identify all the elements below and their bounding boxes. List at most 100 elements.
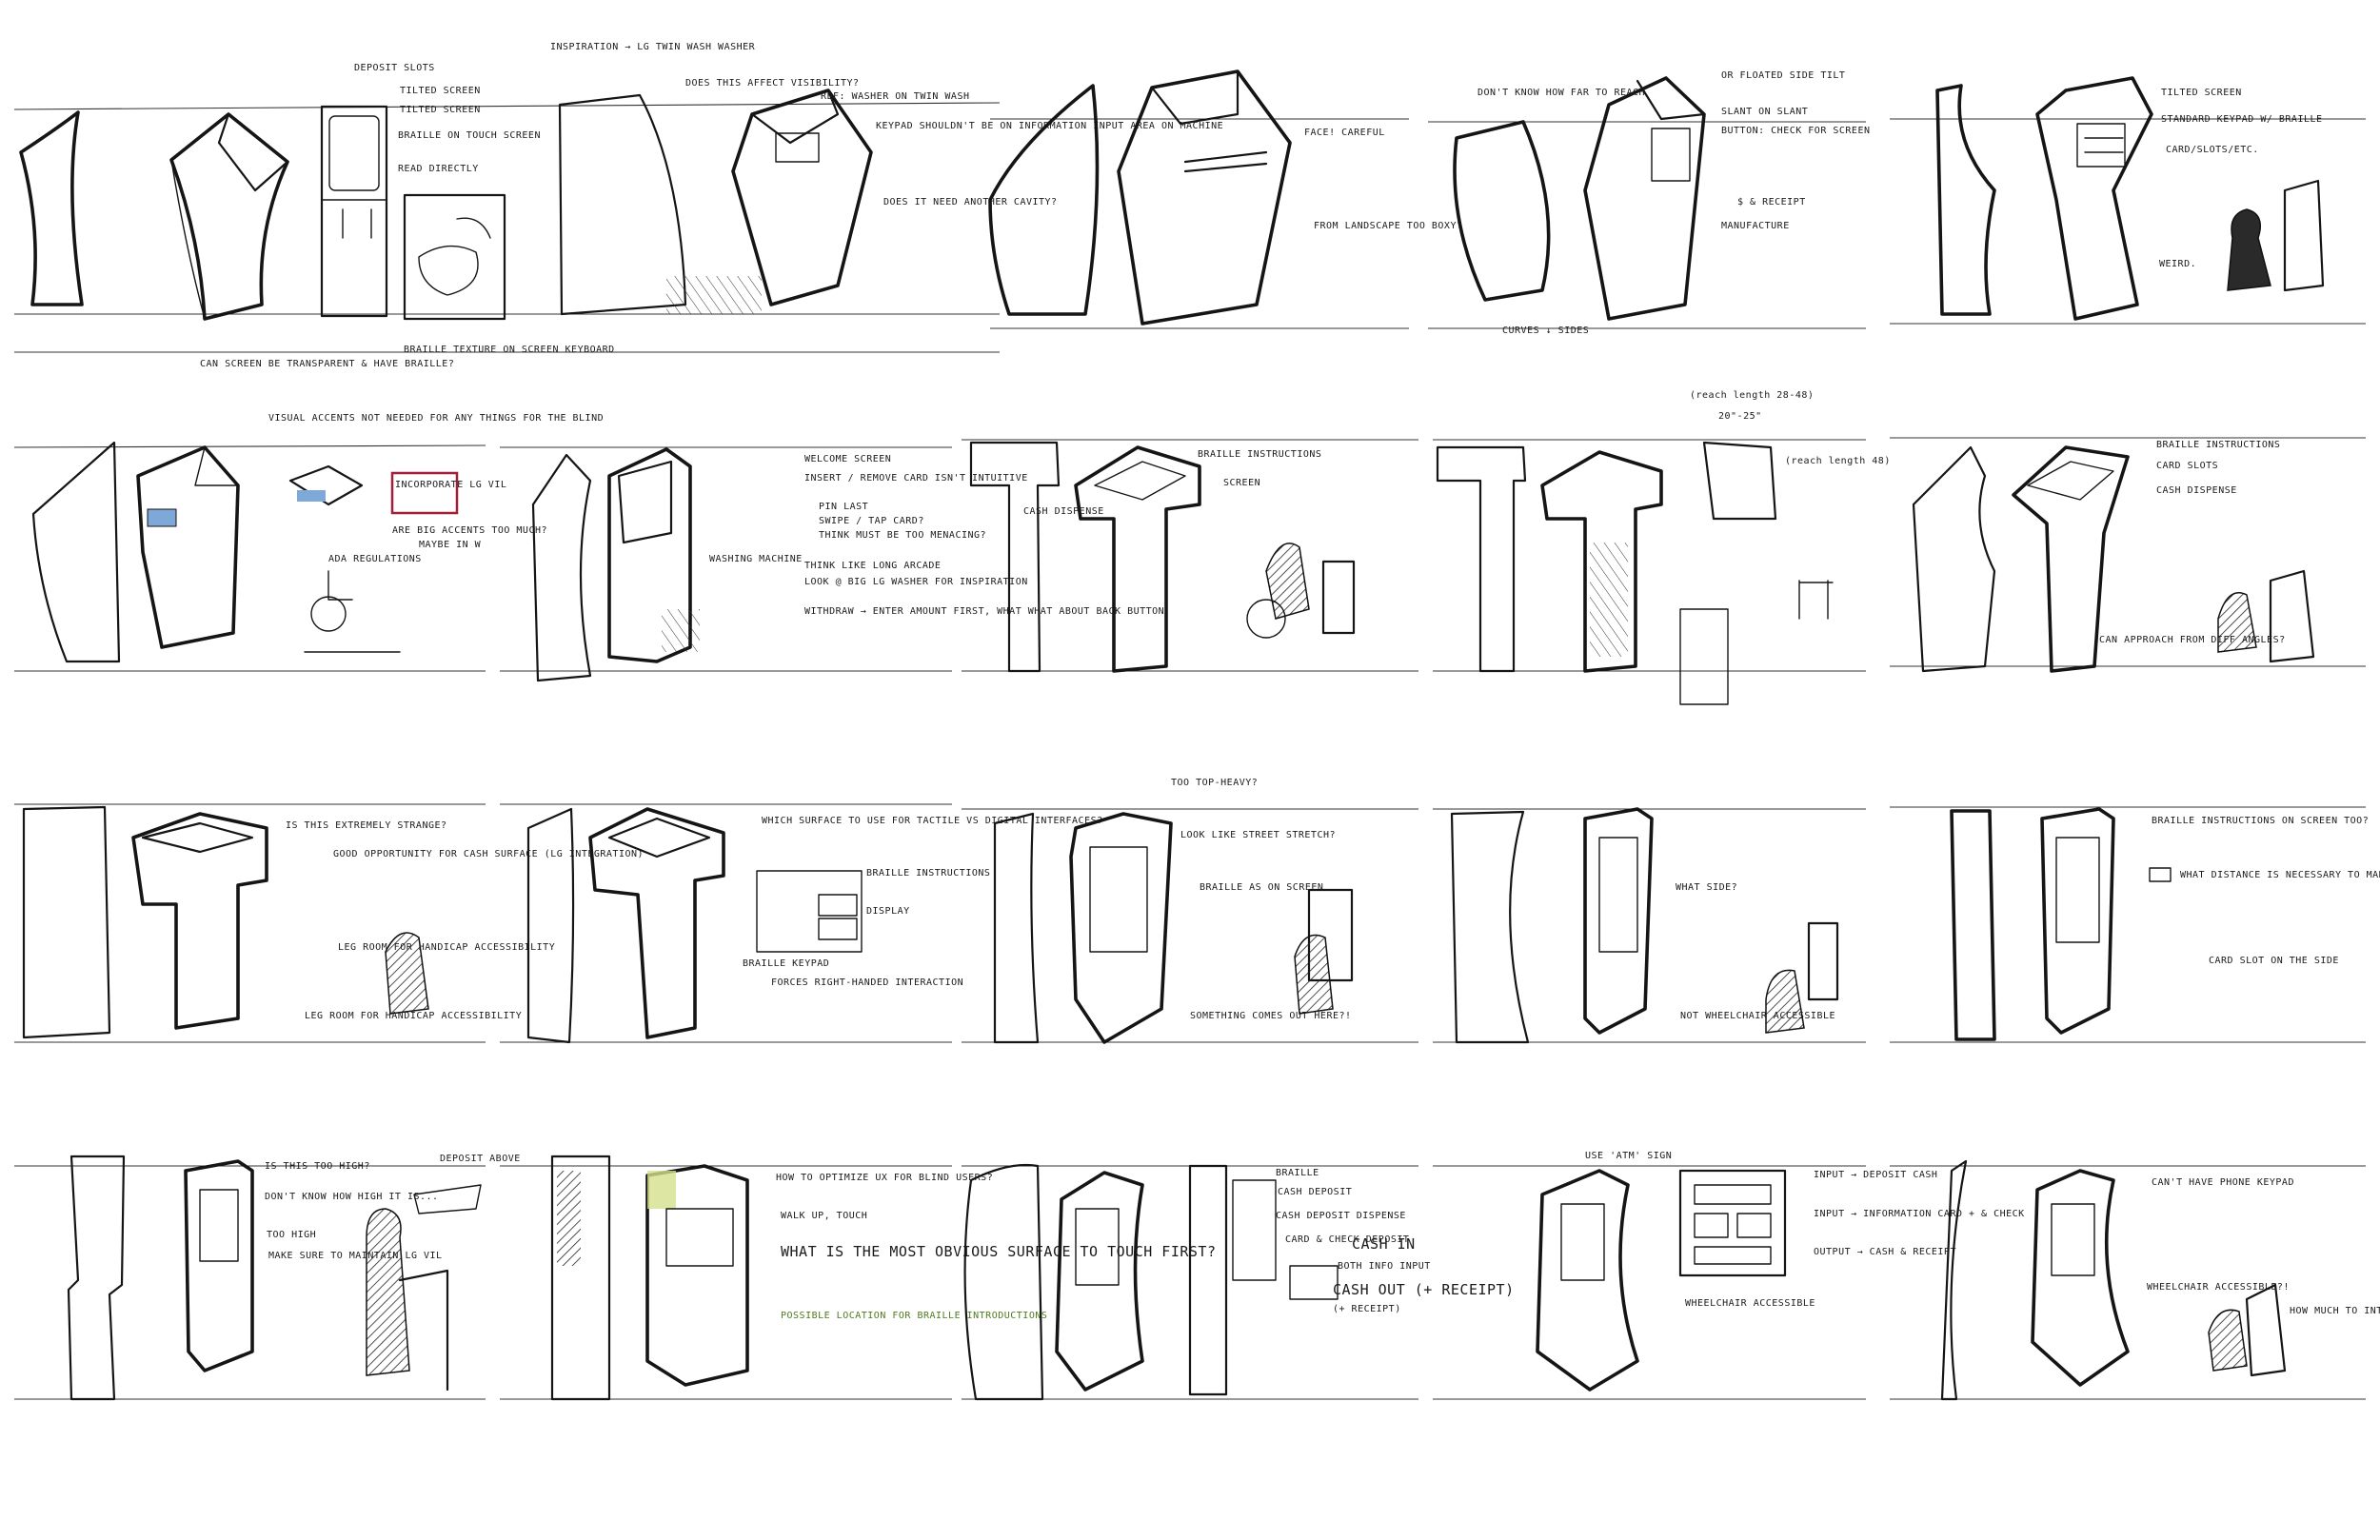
annotation-note: SWIPE / TAP CARD? xyxy=(819,516,924,526)
annotation-note: DEPOSIT ABOVE xyxy=(440,1154,521,1164)
side-profile-sketch xyxy=(550,1155,611,1401)
annotation-note: DON'T KNOW HOW HIGH IT IS... xyxy=(265,1192,439,1202)
washer-kiosk-sketch xyxy=(666,89,873,314)
annotation-note: INSERT / REMOVE CARD ISN'T INTUITIVE xyxy=(804,473,1028,484)
interface-layout-sketch xyxy=(756,870,863,953)
annotation-note: TILTED SCREEN xyxy=(400,86,481,96)
annotation-note: MAKE SURE TO MAINTAIN LG VIL xyxy=(268,1251,443,1261)
dimension-sketch xyxy=(1679,441,1834,705)
annotation-note: (reach length 48) xyxy=(1785,456,1891,466)
side-profile-sketch xyxy=(31,441,121,663)
annotation-note: LOOK @ BIG LG WASHER FOR INSPIRATION xyxy=(804,577,1028,587)
annotation-note: WHEELCHAIR ACCESSIBLE xyxy=(1685,1298,1815,1309)
annotation-note: CASH DEPOSIT DISPENSE xyxy=(1276,1211,1406,1221)
annotation-note: CARD & CHECK DEPOSIT xyxy=(1285,1234,1409,1245)
annotation-note: OUTPUT → CASH & RECEIPT xyxy=(1814,1247,1956,1257)
annotation-note: ADA REGULATIONS xyxy=(328,554,422,564)
annotation-note: TILTED SCREEN xyxy=(400,105,481,115)
annotation-note: SCREEN xyxy=(1223,478,1260,488)
person-at-atm-sketch xyxy=(1294,888,1354,1015)
annotation-note: FROM LANDSCAPE TOO BOXY? xyxy=(1314,221,1463,231)
annotation-note: WHICH SURFACE TO USE FOR TACTILE VS DIGI… xyxy=(762,816,1103,826)
annotation-note: INPUT → INFORMATION CARD + & CHECK xyxy=(1814,1209,2025,1219)
atm-kiosk-sketch xyxy=(2040,807,2115,1035)
panel-4-3: BRAILLE CASH DEPOSIT CASH DEPOSIT DISPEN… xyxy=(963,1163,1515,1401)
annotation-note: LEG ROOM FOR HANDICAP ACCESSIBILITY xyxy=(305,1011,522,1021)
annotation-note: DISPLAY xyxy=(866,906,910,917)
annotation-note: WASHING MACHINE xyxy=(709,554,803,564)
curved-kiosk-sketch xyxy=(1055,1171,1144,1392)
annotation-note: ARE BIG ACCENTS TOO MUCH? xyxy=(392,525,547,536)
annotation-note: INSPIRATION → LG TWIN WASH WASHER xyxy=(550,42,756,52)
annotation-note: WITHDRAW → ENTER AMOUNT FIRST, WHAT WHAT… xyxy=(804,606,1164,617)
annotation-note: BRAILLE TEXTURE ON SCREEN KEYBOARD xyxy=(404,345,615,355)
l-kiosk-sketch xyxy=(588,807,725,1039)
panel-1-2: INSPIRATION → LG TWIN WASH WASHER DOES T… xyxy=(550,42,1223,316)
side-profile-sketch xyxy=(19,110,84,306)
accent-detail-sketch xyxy=(288,464,364,506)
annotation-note: BRAILLE INSTRUCTIONS ON SCREEN TOO? xyxy=(2152,816,2369,826)
annotation-note: NOT WHEELCHAIR ACCESSIBLE xyxy=(1680,1011,1835,1021)
panel-2-2: WASHING MACHINE WELCOME SCREEN INSERT / … xyxy=(531,447,1164,682)
annotation-note: BRAILLE xyxy=(1276,1168,1319,1178)
tilted-screen-kiosk-sketch xyxy=(2035,76,2153,321)
panel-1-3: FACE! CAREFUL FROM LANDSCAPE TOO BOXY? xyxy=(988,69,1463,326)
annotation-note: STANDARD KEYPAD W/ BRAILLE xyxy=(2161,114,2323,125)
angled-atm-kiosk-sketch xyxy=(1536,1169,1639,1392)
annotation-note: FACE! CAREFUL xyxy=(1304,128,1385,138)
hatched-edge xyxy=(557,1171,581,1266)
person-standing-sketch xyxy=(366,1184,482,1392)
annotation-note: VISUAL ACCENTS NOT NEEDED FOR ANY THINGS… xyxy=(268,413,604,424)
kiosk-sketch xyxy=(169,112,289,321)
side-profile-sketch xyxy=(988,84,1100,316)
annotation-note: WHAT IS THE MOST OBVIOUS SURFACE TO TOUC… xyxy=(781,1243,1216,1260)
t-profile-sketch xyxy=(1436,445,1527,673)
annotation-note: HOW MUCH TO INTEGRATE IN LOCK ACCESSIBIL… xyxy=(2290,1306,2380,1316)
side-profile-sketch xyxy=(22,805,111,1039)
wheelchair-user-sketch xyxy=(1246,543,1356,639)
annotation-note: CARD SLOTS xyxy=(2156,461,2218,471)
annotation-note: LOOK LIKE STREET STRETCH? xyxy=(1180,830,1336,840)
braille-hand-sketch xyxy=(403,193,506,321)
panel-4-5: CAN'T HAVE PHONE KEYPAD WHEELCHAIR ACCES… xyxy=(1940,1159,2380,1401)
annotation-note: CASH IN xyxy=(1352,1235,1416,1253)
annotation-note: 20"-25" xyxy=(1718,411,1762,422)
front-view-sketch xyxy=(320,105,388,318)
annotation-note: MANUFACTURE xyxy=(1721,221,1790,231)
annotation-note: DEPOSIT SLOTS xyxy=(354,63,435,73)
annotation-note: CASH DEPOSIT xyxy=(1278,1187,1352,1197)
annotation-note: (reach length 28-48) xyxy=(1690,390,1814,401)
annotation-note: CARD SLOT ON THE SIDE xyxy=(2209,956,2339,966)
annotation-note: REF: WASHER ON TWIN WASH xyxy=(821,91,970,102)
incorporate-box xyxy=(390,471,459,515)
curved-profile-sketch xyxy=(1450,810,1530,1044)
annotation-note: INPUT → DEPOSIT CASH xyxy=(1814,1170,1937,1180)
panel-4-4: USE 'ATM' SIGN INPUT → DEPOSIT CASH INPU… xyxy=(1536,1151,2025,1392)
annotation-note: TOO HIGH xyxy=(267,1230,316,1240)
annotation-note: CARD/SLOTS/ETC. xyxy=(2166,145,2259,155)
wheelchair-user-sketch xyxy=(2208,1283,2287,1377)
annotation-note: CASH OUT (+ RECEIPT) xyxy=(1333,1281,1515,1298)
angled-kiosk-sketch xyxy=(2012,445,2130,673)
wheelchair-user-sketch xyxy=(385,932,429,1015)
annotation-note: USE 'ATM' SIGN xyxy=(1585,1151,1672,1161)
t-kiosk-sketch xyxy=(1074,445,1201,673)
annotation-note: READ DIRECTLY xyxy=(398,164,479,174)
t-kiosk-sketch xyxy=(1540,450,1663,673)
annotation-note: THINK MUST BE TOO MENACING? xyxy=(819,530,986,541)
annotation-note: BRAILLE INSTRUCTIONS xyxy=(1198,449,1321,460)
annotation-note: BOTH INFO INPUT xyxy=(1338,1261,1431,1272)
annotation-note: CAN APPROACH FROM DIFF ANGLES? xyxy=(2099,635,2286,645)
annotation-note: DON'T KNOW HOW FAR TO REACH xyxy=(1478,88,1645,98)
annotation-note: MAYBE IN W xyxy=(419,540,482,550)
annotation-note: CURVES ↓ SIDES xyxy=(1502,326,1589,336)
annotation-note: KEYPAD SHOULDN'T BE ON INFORMATION INPUT… xyxy=(876,121,1223,131)
annotation-note: CASH DISPENSE xyxy=(2156,485,2237,496)
row-1: DEPOSIT SLOTS TILTED SCREEN TILTED SCREE… xyxy=(13,42,2366,369)
annotation-note: LEG ROOM FOR HANDICAP ACCESSIBILITY xyxy=(338,942,555,953)
annotation-note: FORCES RIGHT-HANDED INTERACTION xyxy=(771,977,963,988)
side-profile-sketch xyxy=(1940,1159,1968,1401)
annotation-note: WELCOME SCREEN xyxy=(804,454,891,464)
side-profile-sketch xyxy=(1935,84,1996,316)
